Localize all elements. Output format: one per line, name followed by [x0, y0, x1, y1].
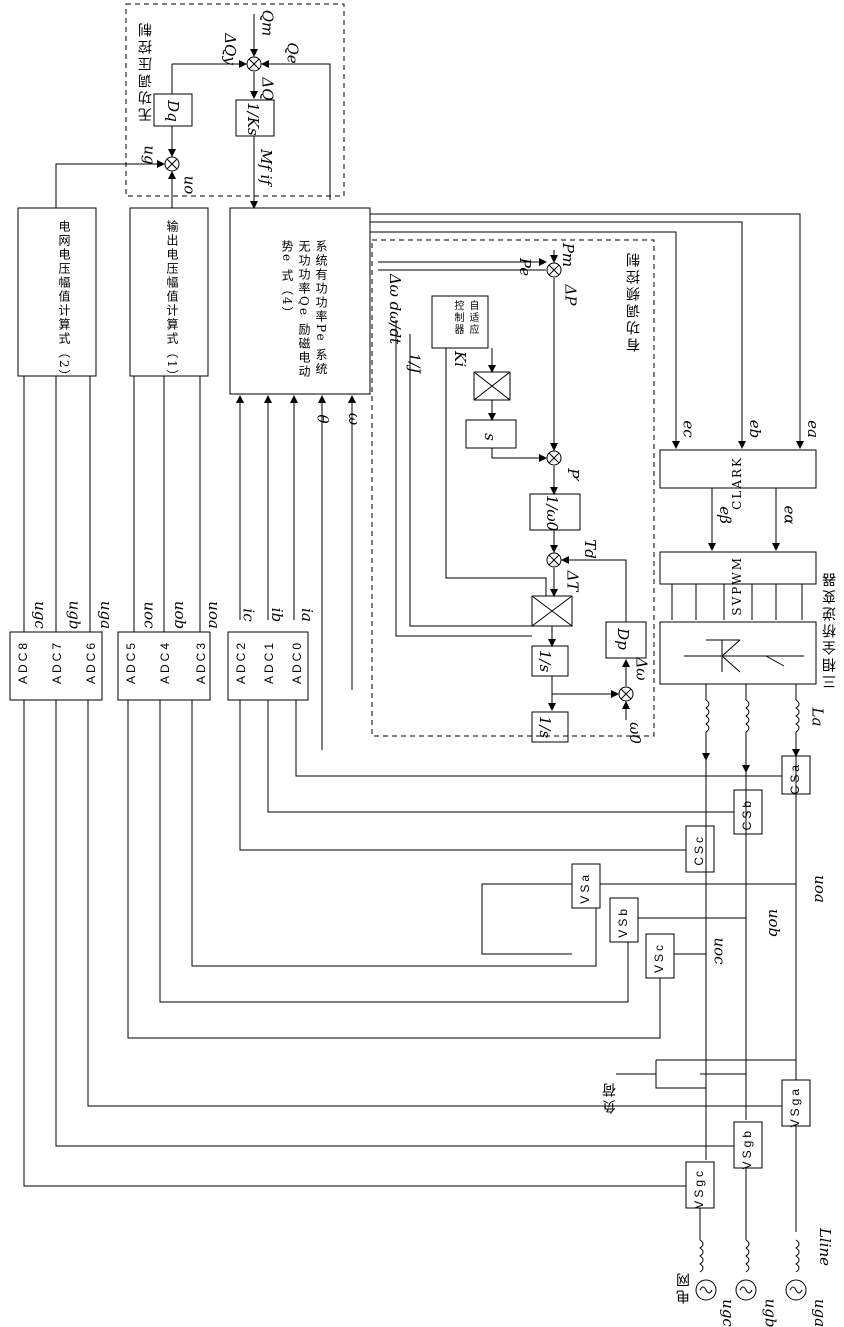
inverter-title: 三相全桥逆变器 — [820, 570, 840, 689]
adc5: ADC5 — [124, 640, 138, 684]
sym-la: La — [808, 708, 826, 727]
sym-w0: ω0 — [626, 722, 644, 744]
sym-omega: ω — [345, 413, 363, 425]
adaptive-text: 自适应控制器 — [440, 300, 480, 344]
sym-dp-box: Dp — [614, 628, 632, 650]
grid-label: 电网 — [674, 1270, 694, 1304]
sym-ugb-adc: ugb — [65, 601, 83, 630]
sym-uoa: uoa — [811, 875, 829, 903]
csa-label: CSa — [788, 762, 802, 794]
sym-dwdt: Δω dω/dt — [386, 274, 404, 344]
sym-pp: P′ — [564, 468, 582, 482]
out-amp-text: 输出电压幅值计算式（1） — [164, 220, 181, 370]
adc3: ADC3 — [194, 640, 208, 684]
sym-uga-adc: uga — [97, 601, 115, 629]
sym-s: s — [481, 433, 499, 441]
vsa-label: VSa — [578, 872, 592, 904]
sym-dq-box: Dq — [164, 100, 182, 122]
sym-ea: ea — [804, 420, 822, 438]
adc0: ADC0 — [290, 640, 304, 684]
sym-ic: ic — [240, 608, 258, 621]
csc-label: CSc — [692, 834, 706, 866]
sym-dqy: ΔQy — [221, 33, 239, 65]
sym-ec: ec — [680, 420, 698, 437]
sym-pm: Pm — [559, 243, 577, 267]
sym-uga: uga — [811, 1299, 829, 1327]
sym-uob: uob — [765, 909, 783, 937]
power-calc-text: 系统有功功率Pe 系统无功功率Qe 励磁电动势e 式（4） — [260, 240, 330, 380]
sym-ib: ib — [268, 608, 286, 622]
reactive-control-title: 无功调压控制 — [136, 20, 156, 122]
sym-lline: Lline — [816, 1228, 834, 1266]
load-label: 负荷 — [600, 1080, 620, 1114]
vsgc-label: VSgc — [692, 1168, 706, 1209]
sym-ugc: ugc — [719, 1299, 737, 1327]
grid-amp-text: 电网电压幅值计算式（2） — [56, 220, 73, 370]
sym-ebeta: eβ — [716, 506, 734, 524]
adc6: ADC6 — [84, 640, 98, 684]
adc4: ADC4 — [158, 640, 172, 684]
sym-pe: Pe — [516, 258, 534, 276]
inverter-block — [660, 622, 816, 684]
sym-invj: 1/J — [405, 353, 423, 374]
sym-uoa-adc: uoa — [205, 601, 223, 629]
sym-dq: ΔQ — [259, 77, 277, 100]
sym-uo: uo — [180, 176, 198, 195]
vsc-label: VSc — [652, 942, 666, 973]
vsga-label: VSga — [788, 1086, 802, 1127]
sym-ealpha: eα — [781, 505, 799, 524]
active-control-region — [372, 240, 654, 736]
sym-ugb: ugb — [761, 1299, 779, 1327]
vsgb-label: VSgb — [740, 1128, 754, 1169]
sym-uob-adc: uob — [171, 601, 189, 629]
sym-td: Td — [581, 539, 599, 559]
sym-uoc: uoc — [711, 937, 729, 964]
sym-dp: ΔP — [561, 285, 579, 306]
sym-qe: Qe — [284, 42, 302, 63]
sym-dt: ΔT — [563, 571, 581, 592]
sym-mf: Mf if — [257, 149, 275, 185]
sym-ugc-adc: ugc — [31, 601, 49, 629]
sym-dw: Δω — [633, 657, 651, 680]
sym-ks: 1/Ks — [244, 102, 262, 136]
vsb-label: VSb — [616, 906, 630, 938]
sym-qm: Qm — [258, 10, 276, 37]
adc2: ADC2 — [234, 640, 248, 684]
sym-ki: Ki — [451, 351, 469, 367]
clark-text: CLARK — [730, 456, 744, 510]
sym-ug: ug — [141, 145, 159, 164]
sym-ia: ia — [298, 608, 316, 622]
sym-theta: θ — [314, 414, 332, 423]
sym-uoc-adc: uoc — [141, 601, 159, 628]
adc1: ADC1 — [262, 640, 276, 684]
csb-label: CSb — [740, 798, 754, 830]
sym-w0inv: 1/ω0 — [543, 495, 561, 531]
sym-invs-2: 1/s — [536, 716, 554, 738]
svpwm-text: SVPWM — [730, 556, 744, 616]
active-control-title: 有功调频控制 — [624, 250, 644, 352]
adc7: ADC7 — [50, 640, 64, 684]
sym-eb: eb — [746, 420, 764, 438]
adc8: ADC8 — [16, 640, 30, 684]
sym-invs-1: 1/s — [536, 650, 554, 672]
